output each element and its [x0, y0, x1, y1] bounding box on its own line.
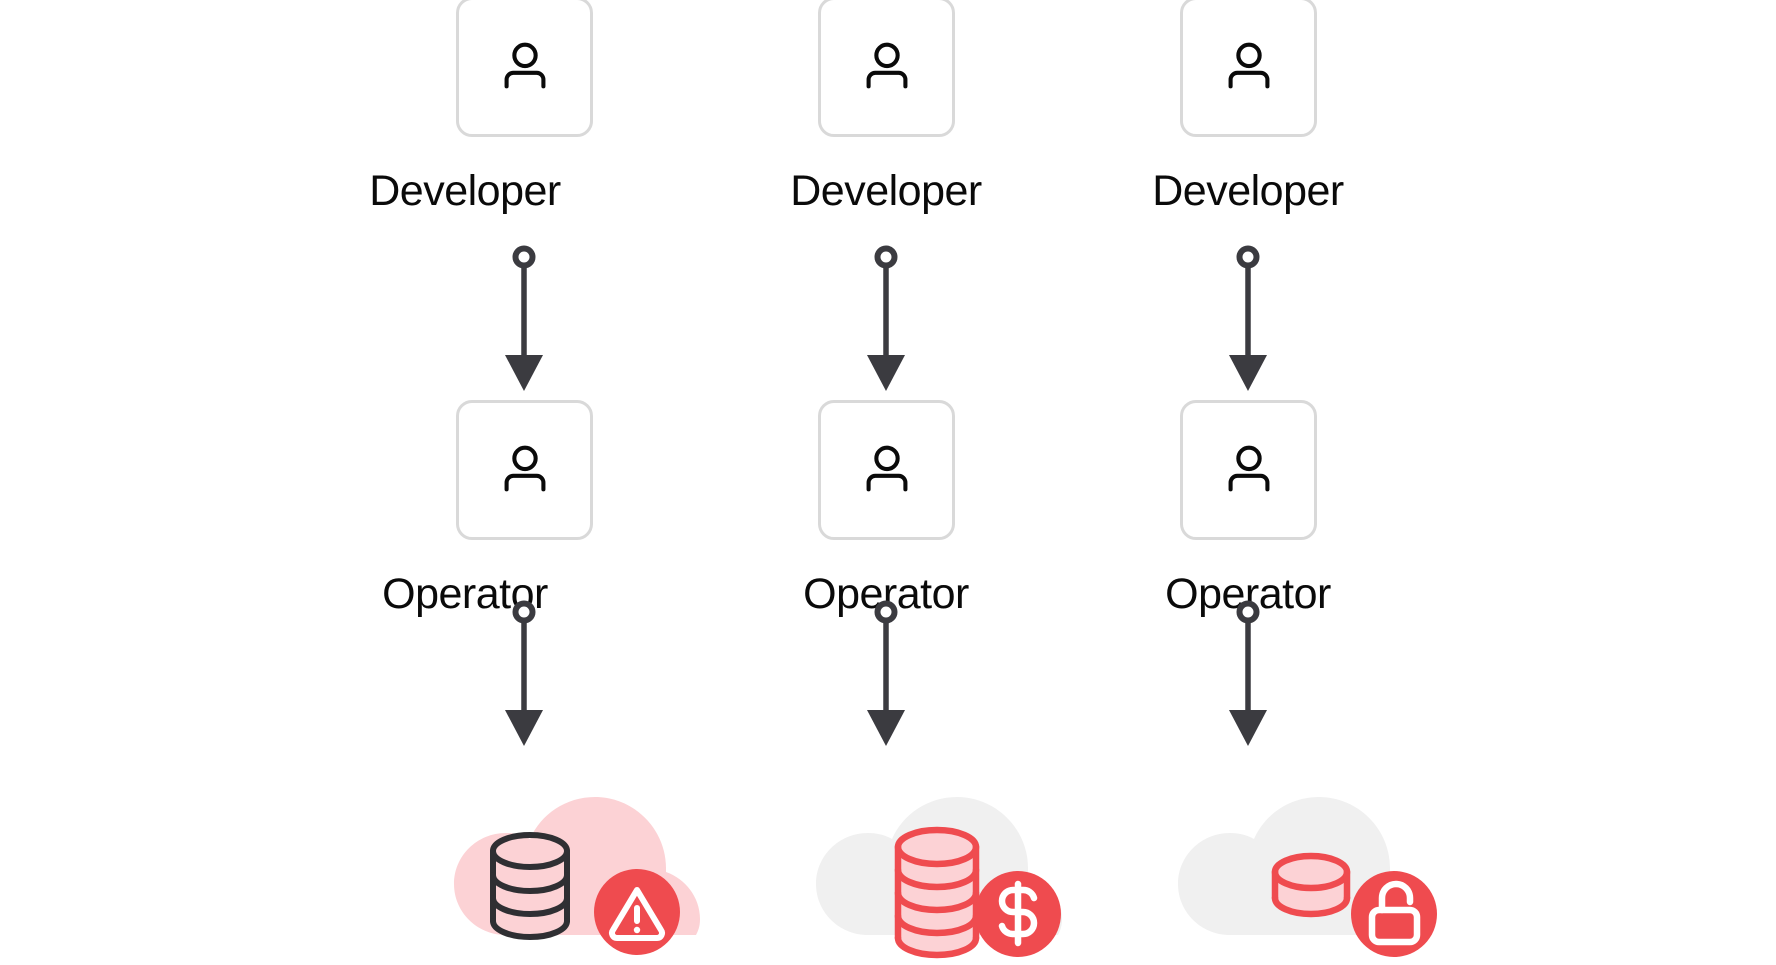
arrow-developer-to-operator-2: [856, 240, 916, 410]
arrow-down-with-dot-icon: [505, 245, 543, 391]
arrow-operator-to-cloud-2: [856, 595, 916, 765]
unlock-padlock-badge[interactable]: [1351, 871, 1437, 957]
arrow-down-with-dot-icon: [1229, 600, 1267, 746]
developer-card-2[interactable]: [818, 0, 955, 137]
dollar-sign-icon: [998, 880, 1038, 947]
arrow-operator-to-cloud-1: [494, 595, 554, 765]
person-icon: [504, 42, 545, 89]
cloud-database-group-2[interactable]: [782, 790, 1082, 965]
dollar-sign-badge[interactable]: [975, 871, 1061, 957]
person-icon: [1228, 42, 1269, 89]
database-icon: [490, 832, 570, 940]
developer-label-2: Developer: [790, 167, 982, 215]
arrow-down-with-dot-icon: [1229, 245, 1267, 391]
operator-card-3[interactable]: [1180, 400, 1317, 540]
flow-column-3: Developer Operator: [876, 0, 1437, 960]
person-icon: [504, 445, 545, 492]
person-icon: [866, 42, 907, 89]
arrow-down-with-dot-icon: [867, 245, 905, 391]
warning-triangle-badge[interactable]: [594, 869, 680, 955]
unlock-padlock-icon: [1368, 880, 1421, 946]
arrow-down-with-dot-icon: [867, 600, 905, 746]
person-icon: [1228, 445, 1269, 492]
arrow-developer-to-operator-1: [494, 240, 554, 410]
warning-triangle-icon: [609, 887, 665, 941]
cloud-database-group-3[interactable]: [1144, 790, 1444, 965]
arrow-down-with-dot-icon: [505, 600, 543, 746]
arrow-developer-to-operator-3: [1218, 240, 1278, 410]
developer-label-1: Developer: [369, 167, 561, 215]
developer-card-3[interactable]: [1180, 0, 1317, 137]
person-icon: [866, 445, 907, 492]
developer-card-1[interactable]: [456, 0, 593, 137]
cloud-database-group-1[interactable]: [420, 790, 720, 965]
database-icon: [1271, 852, 1351, 918]
database-icon: [894, 826, 980, 959]
operator-card-2[interactable]: [818, 400, 955, 540]
flow-column-1: Developer Operator: [235, 0, 700, 960]
arrow-operator-to-cloud-3: [1218, 595, 1278, 765]
flow-column-2: Developer Operator: [556, 0, 1062, 960]
operator-card-1[interactable]: [456, 400, 593, 540]
developer-label-3: Developer: [1152, 167, 1344, 215]
